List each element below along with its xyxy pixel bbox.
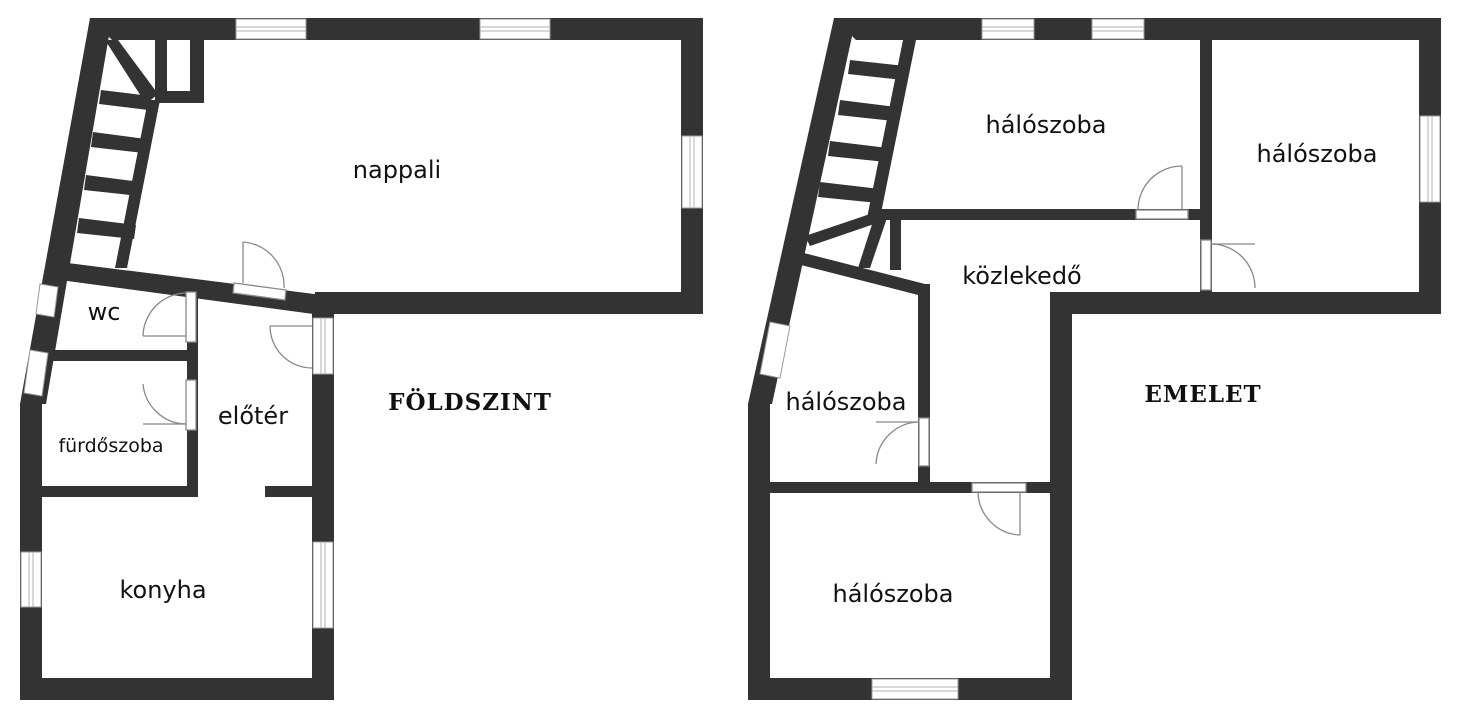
door xyxy=(269,325,313,369)
ground-floor-doors xyxy=(142,241,313,431)
window xyxy=(20,551,42,608)
upper-floor-doors xyxy=(875,165,1256,536)
floor-title-emelet: EMELET xyxy=(1144,381,1261,408)
ground-floor-plan: nappali wc fürdőszoba előtér konyha FÖLD… xyxy=(20,18,703,700)
window xyxy=(1091,18,1145,40)
door xyxy=(1135,165,1189,220)
room-label-wc: wc xyxy=(88,298,121,326)
door xyxy=(232,241,287,301)
room-label-konyha: konyha xyxy=(119,576,206,604)
door xyxy=(971,482,1027,536)
window xyxy=(981,18,1035,40)
door xyxy=(142,379,197,431)
window xyxy=(23,349,49,397)
room-label-haloszoba-middle-left: hálószoba xyxy=(786,388,907,416)
window xyxy=(871,678,959,700)
floor-title-foldszint: FÖLDSZINT xyxy=(388,388,552,416)
window xyxy=(479,18,551,40)
door xyxy=(875,417,930,467)
door xyxy=(142,291,197,343)
window xyxy=(1419,115,1441,203)
window xyxy=(312,541,334,629)
window xyxy=(681,135,703,209)
upper-floor-windows xyxy=(759,18,1441,700)
ground-floor-windows xyxy=(20,18,703,629)
room-label-haloszoba-top-left: hálószoba xyxy=(986,111,1107,139)
window xyxy=(759,321,791,379)
room-label-kozlekedo: közlekedő xyxy=(962,262,1081,290)
window xyxy=(35,283,59,318)
room-label-eloter: előtér xyxy=(218,402,288,430)
room-label-haloszoba-bottom: hálószoba xyxy=(833,580,954,608)
room-label-haloszoba-top-right: hálószoba xyxy=(1257,140,1378,168)
door xyxy=(1200,239,1256,291)
room-label-furdoszoba: fürdőszoba xyxy=(58,435,163,457)
window xyxy=(235,18,307,40)
window xyxy=(312,317,334,375)
room-label-nappali: nappali xyxy=(353,156,441,184)
upper-floor-plan: hálószoba hálószoba közlekedő hálószoba … xyxy=(748,18,1441,700)
